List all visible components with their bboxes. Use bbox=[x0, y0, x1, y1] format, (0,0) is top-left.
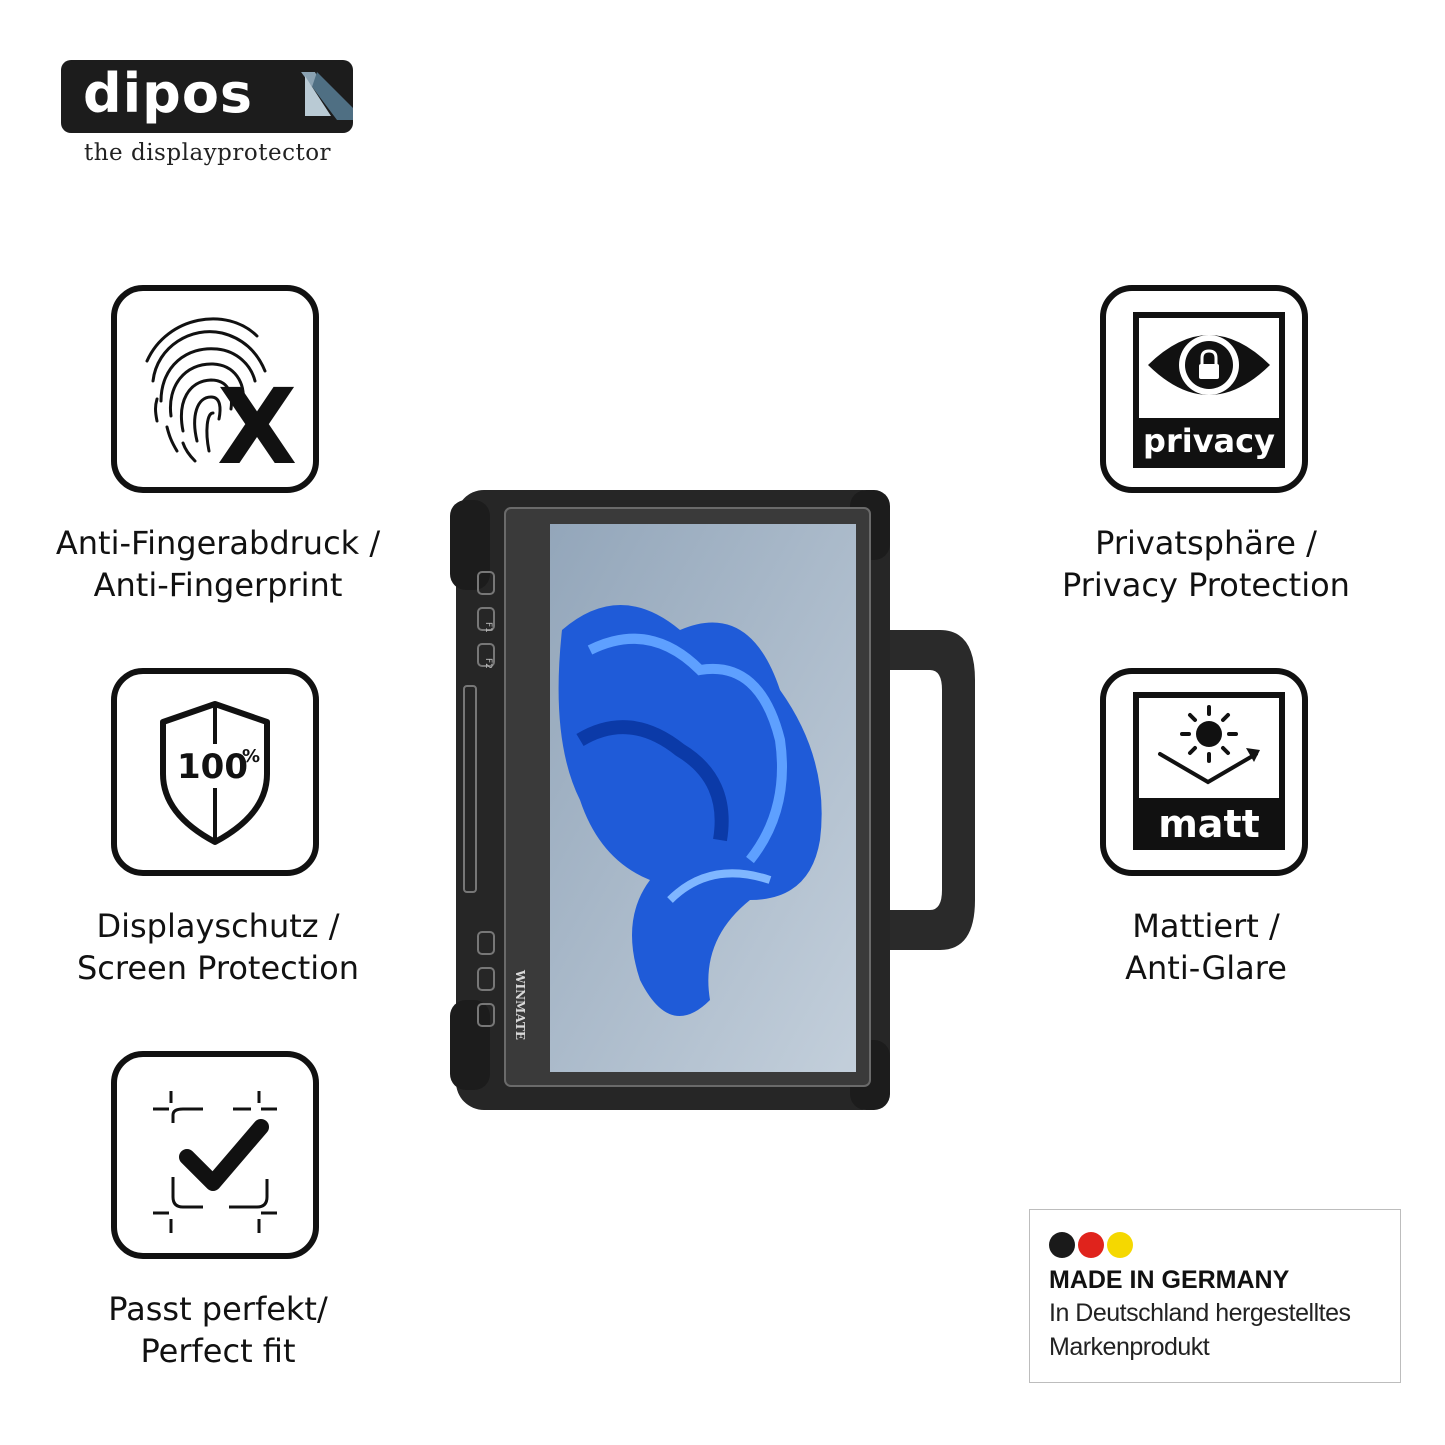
caption-line-1: Displayschutz / bbox=[96, 907, 340, 945]
fingerprint-x-icon: X bbox=[145, 317, 297, 487]
privacy-eye-lock-icon: privacy bbox=[1133, 312, 1285, 468]
svg-text:privacy: privacy bbox=[1143, 422, 1275, 460]
anti-fingerprint-tile: X bbox=[111, 285, 319, 493]
flag-dot-red bbox=[1078, 1232, 1104, 1258]
screen-protection-caption: Displayschutz / Screen Protection bbox=[8, 905, 428, 989]
logo-tagline: the displayprotector bbox=[84, 140, 332, 166]
dipos-logo: dipos bbox=[61, 60, 353, 133]
anti-glare-tile: matt bbox=[1100, 668, 1308, 876]
caption-line-2: Anti-Fingerprint bbox=[93, 566, 343, 604]
rugged-tablet-image: F1 F2 WINMATE bbox=[450, 490, 975, 1110]
svg-text:X: X bbox=[217, 366, 297, 487]
made-in-germany-badge: MADE IN GERMANY In Deutschland hergestel… bbox=[1029, 1209, 1401, 1383]
page-corner-icon bbox=[301, 72, 353, 120]
svg-text:F2: F2 bbox=[483, 658, 493, 669]
caption-line-1: Mattiert / bbox=[1132, 907, 1280, 945]
caption-line-2: Perfect fit bbox=[140, 1332, 296, 1370]
svg-text:%: % bbox=[242, 746, 260, 767]
matt-sun-icon: matt bbox=[1133, 692, 1285, 850]
privacy-tile: privacy bbox=[1100, 285, 1308, 493]
screen-protection-tile: 100 % bbox=[111, 668, 319, 876]
caption-line-2: Privacy Protection bbox=[1062, 566, 1350, 604]
flag-dot-black bbox=[1049, 1232, 1075, 1258]
caption-line-2: Anti-Glare bbox=[1125, 949, 1287, 987]
caption-line-1: Passt perfekt/ bbox=[108, 1290, 328, 1328]
caption-line-1: Anti-Fingerabdruck / bbox=[55, 524, 381, 562]
shield-100-icon: 100 % bbox=[160, 701, 270, 845]
badge-line-1: In Deutschland hergestelltes bbox=[1049, 1299, 1351, 1327]
badge-line-2: Markenprodukt bbox=[1049, 1333, 1210, 1361]
svg-text:100: 100 bbox=[177, 747, 248, 787]
caption-line-1: Privatsphäre / bbox=[1095, 524, 1317, 562]
anti-fingerprint-caption: Anti-Fingerabdruck / Anti-Fingerprint bbox=[8, 522, 428, 606]
caption-line-2: Screen Protection bbox=[76, 949, 360, 987]
perfect-fit-check-icon bbox=[153, 1091, 277, 1233]
svg-text:F1: F1 bbox=[483, 622, 493, 633]
badge-title: MADE IN GERMANY bbox=[1049, 1266, 1290, 1294]
flag-dot-gold bbox=[1107, 1232, 1133, 1258]
perfect-fit-caption: Passt perfekt/ Perfect fit bbox=[8, 1288, 428, 1372]
svg-text:WINMATE: WINMATE bbox=[513, 969, 527, 1040]
anti-glare-caption: Mattiert / Anti-Glare bbox=[996, 905, 1416, 989]
svg-text:matt: matt bbox=[1158, 802, 1260, 846]
privacy-caption: Privatsphäre / Privacy Protection bbox=[996, 522, 1416, 606]
wallpaper-bloom bbox=[558, 605, 822, 1016]
logo-wordmark: dipos bbox=[83, 62, 254, 125]
perfect-fit-tile bbox=[111, 1051, 319, 1259]
